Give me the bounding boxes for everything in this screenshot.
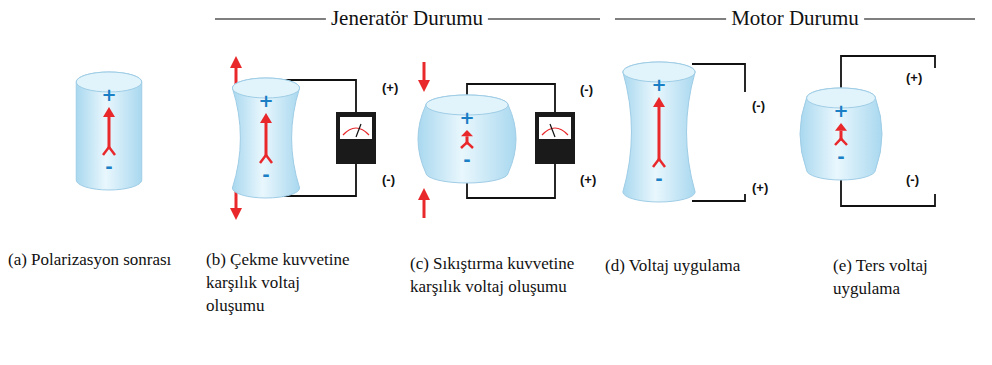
polarity-mark: (-) [906, 172, 919, 187]
negative-pole: - [837, 147, 844, 167]
positive-pole: + [258, 91, 273, 111]
negative-pole: - [463, 150, 470, 170]
polarization-arrow [103, 107, 115, 155]
panel-caption: (b) Çekme kuvvetine karşılık voltaj oluş… [206, 248, 356, 317]
polarization-arrow [461, 130, 473, 148]
positive-pole: + [459, 108, 474, 128]
positive-pole: + [101, 85, 116, 105]
piezo-cylinder: +- [800, 88, 882, 180]
polarity-mark: (-) [580, 82, 593, 97]
piezo-cylinder: +- [616, 62, 702, 202]
panel-caption: (d) Voltaj uygulama [605, 254, 815, 277]
polarization-arrow [835, 123, 847, 145]
polarity-mark: (+) [906, 70, 922, 85]
piezo-cylinder: +- [418, 95, 516, 183]
force-arrows [230, 56, 430, 220]
section-heading: Jeneratör Durumu [326, 6, 488, 30]
positive-pole: + [833, 101, 848, 121]
polarization-arrow [653, 97, 665, 167]
polarity-mark: (-) [752, 98, 765, 113]
panel-caption: (a) Polarizasyon sonrası [8, 248, 188, 271]
polarity-mark: (+) [580, 172, 596, 187]
panel-caption: (c) Sıkıştırma kuvvetine karşılık voltaj… [410, 252, 580, 298]
polarity-mark: (+) [382, 80, 398, 95]
negative-pole: - [655, 169, 662, 189]
piezo-cylinder: +- [70, 72, 148, 190]
piezo-cylinder: +- [226, 78, 306, 198]
polarity-mark: (-) [382, 172, 395, 187]
panel-caption: (e) Ters voltaj uygulama [833, 254, 978, 300]
section-heading: Motor Durumu [726, 6, 864, 30]
positive-pole: + [651, 75, 666, 95]
polarization-arrow [260, 113, 272, 163]
negative-pole: - [262, 165, 269, 185]
negative-pole: - [105, 157, 112, 177]
polarity-mark: (+) [752, 180, 768, 195]
wires [282, 56, 935, 206]
